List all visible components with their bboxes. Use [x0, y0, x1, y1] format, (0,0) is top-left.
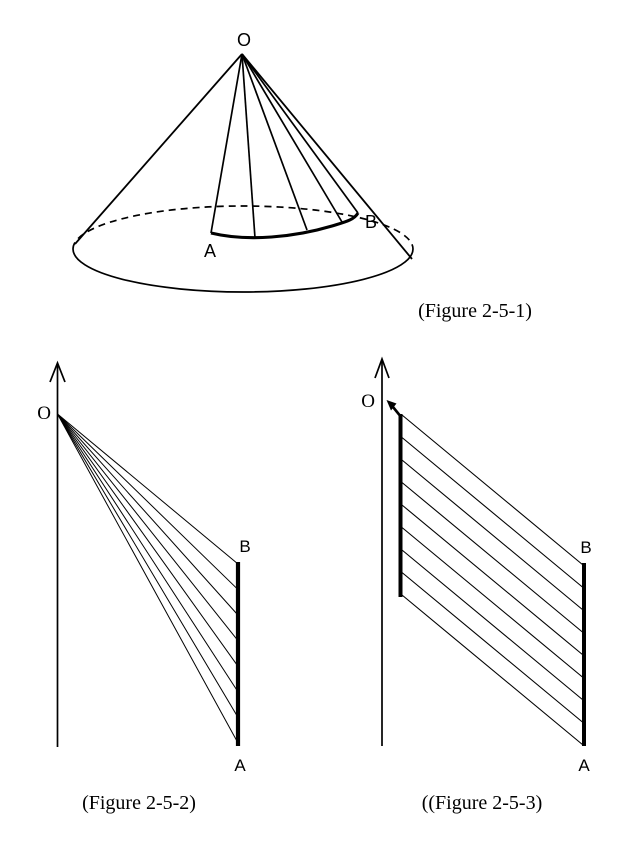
cone-base-back-dashed-arc [72, 205, 414, 250]
fan-point-a-label: A [234, 756, 246, 775]
parallel-point-b-label: B [580, 538, 591, 557]
direction-arrowhead-icon [386, 400, 397, 411]
figure-caption-1: (Figure 2-5-1) [418, 300, 532, 322]
fan-line [57, 413, 239, 590]
cone-sector-fan-lines [210, 53, 359, 239]
cone-apex-label: O [237, 30, 251, 50]
figure-parallel: O B A ((Figure 2-5-3) [361, 356, 592, 814]
figure-fan: O B A (Figure 2-5-2) [37, 360, 251, 814]
hatch-line [401, 504, 584, 656]
cone-fan-line [241, 53, 308, 231]
cone-arc-AB [210, 212, 360, 240]
hatch-lines [401, 414, 584, 746]
cone-fan-line [241, 53, 256, 239]
cone-point-b-label: B [365, 212, 377, 232]
fan-point-b-label: B [239, 537, 250, 556]
hatch-line [401, 437, 584, 588]
direction-arrow-shaft [391, 406, 403, 419]
parallel-origin-label: O [361, 391, 375, 412]
cone-base-front-arc [72, 248, 414, 293]
hatch-line [401, 594, 584, 746]
cone-point-a-label: A [204, 241, 216, 261]
hatch-line [401, 527, 584, 678]
fan-axis-arrowhead-icon [49, 360, 66, 383]
parallel-axis-arrowhead-icon [374, 356, 390, 379]
fan-line [57, 413, 239, 744]
hatch-line [401, 572, 584, 723]
fan-line [57, 413, 239, 616]
fan-line [57, 413, 239, 693]
parallel-point-a-label: A [578, 756, 590, 775]
cone-right-slant-edge [241, 53, 413, 260]
figure-cone: O A B (Figure 2-5-1) [72, 30, 532, 322]
cone-left-slant-edge [74, 53, 243, 245]
fan-line [57, 413, 239, 565]
figure-caption-2: (Figure 2-5-2) [82, 792, 196, 814]
cone-fan-line [210, 53, 243, 234]
hatch-line [401, 482, 584, 633]
hatch-line [401, 459, 584, 611]
figure-caption-3: ((Figure 2-5-3) [422, 792, 543, 814]
fan-line [57, 413, 239, 718]
fan-origin-label: O [37, 403, 51, 424]
fan-line [57, 413, 239, 667]
fan-lines [57, 413, 239, 744]
cone-fan-line [241, 53, 359, 214]
cone-fan-line [241, 53, 343, 223]
hatch-line [401, 414, 584, 566]
hatch-line [401, 549, 584, 701]
fan-line [57, 413, 239, 642]
